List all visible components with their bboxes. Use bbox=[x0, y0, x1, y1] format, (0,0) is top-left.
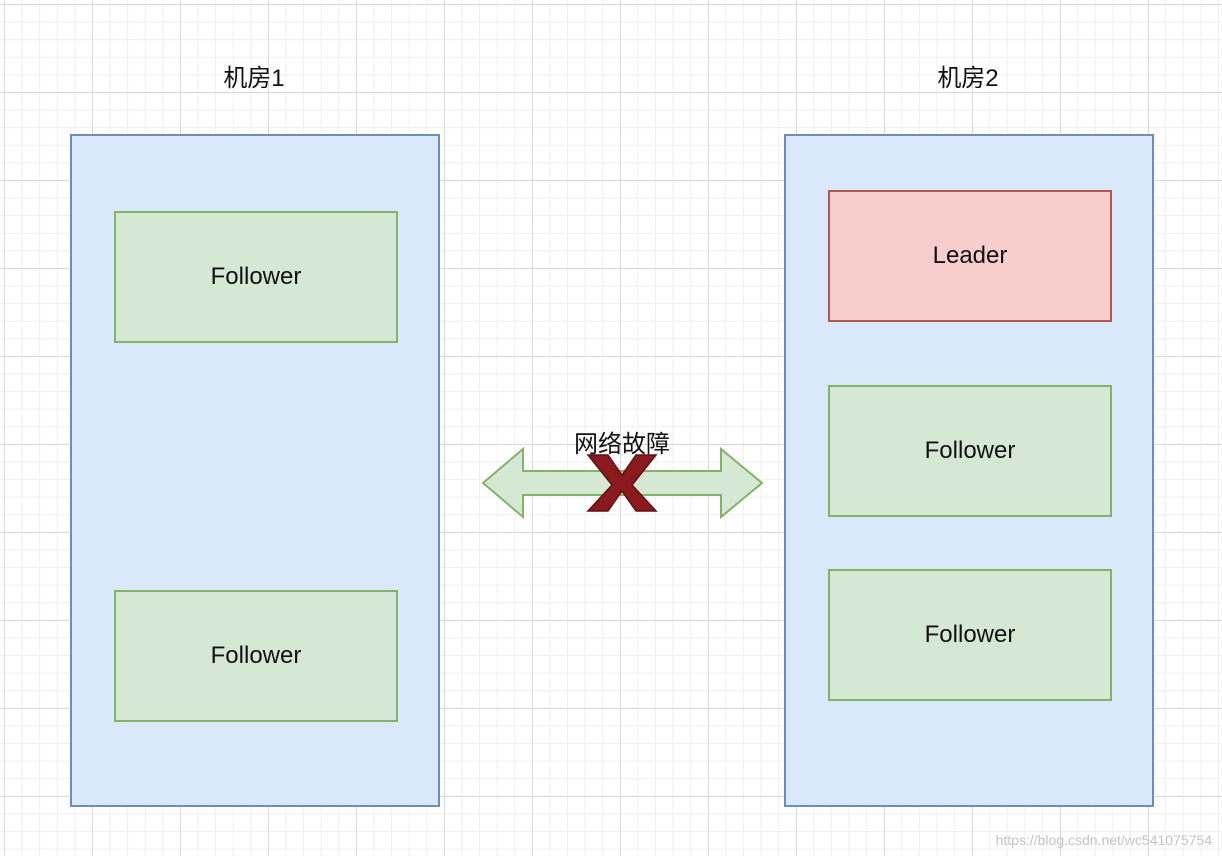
room-2-label: 机房2 bbox=[937, 65, 999, 92]
room-1-follower-node: Follower bbox=[114, 211, 398, 343]
room-1-container: Follower Follower bbox=[70, 134, 440, 807]
room-2-follower-node: Follower bbox=[828, 569, 1112, 701]
room-2-leader-node: Leader bbox=[828, 190, 1112, 322]
watermark: https://blog.csdn.net/wc541075754 bbox=[995, 832, 1212, 848]
network-fault-label: 网络故障 bbox=[574, 431, 670, 458]
room-1-label: 机房1 bbox=[223, 65, 285, 92]
network-link bbox=[481, 446, 764, 520]
room-2-container: Leader Follower Follower bbox=[784, 134, 1154, 807]
x-mark-icon bbox=[586, 454, 658, 512]
room-2-follower-node: Follower bbox=[828, 385, 1112, 517]
room-1-follower-node: Follower bbox=[114, 590, 398, 722]
